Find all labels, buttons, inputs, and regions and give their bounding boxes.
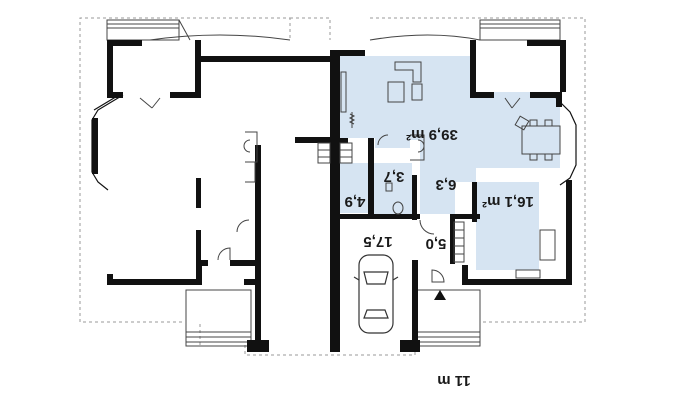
bath-label: 3,7: [384, 168, 405, 185]
entrance-arrow-icon: [434, 290, 446, 300]
living-room-fill: [340, 56, 560, 214]
dimension-label: 11 m: [437, 372, 470, 389]
utility-fill: [340, 163, 370, 213]
garage-label: 17,5: [363, 233, 392, 250]
dashed-outlines: [79, 17, 586, 356]
kitchen-label: 16,1 m²: [482, 193, 534, 210]
room-labels: 39,9 m² 16,1 m² 6,3 3,7 4,9 5,0 17,5 11 …: [345, 126, 534, 389]
kitchen-fill: [476, 182, 539, 270]
fixtures: [139, 61, 561, 283]
wc-label: 5,0: [426, 235, 447, 252]
walls: [92, 40, 572, 352]
hall-label: 6,3: [436, 176, 457, 193]
bay-windows: [91, 94, 577, 191]
living-room-label: 39,9 m²: [406, 126, 458, 143]
car-icon: [353, 254, 399, 334]
utility-label: 4,9: [345, 193, 366, 210]
room-fills: [340, 56, 560, 270]
